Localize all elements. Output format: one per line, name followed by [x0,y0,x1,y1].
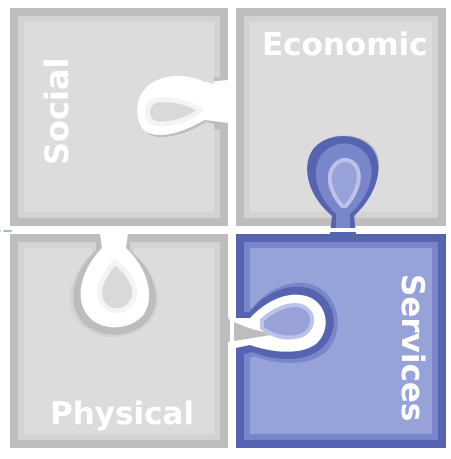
puzzle-piece-services: Services [236,234,446,448]
puzzle-piece-economic: Economic [236,8,446,226]
services-label: Services [394,274,430,421]
services-knob [307,136,379,234]
puzzle-piece-physical: Physical [10,234,290,448]
physical-label: Physical [50,396,194,432]
puzzle-piece-social: Social [10,8,228,226]
social-label: Social [38,57,76,165]
economic-label: Economic [262,27,428,63]
